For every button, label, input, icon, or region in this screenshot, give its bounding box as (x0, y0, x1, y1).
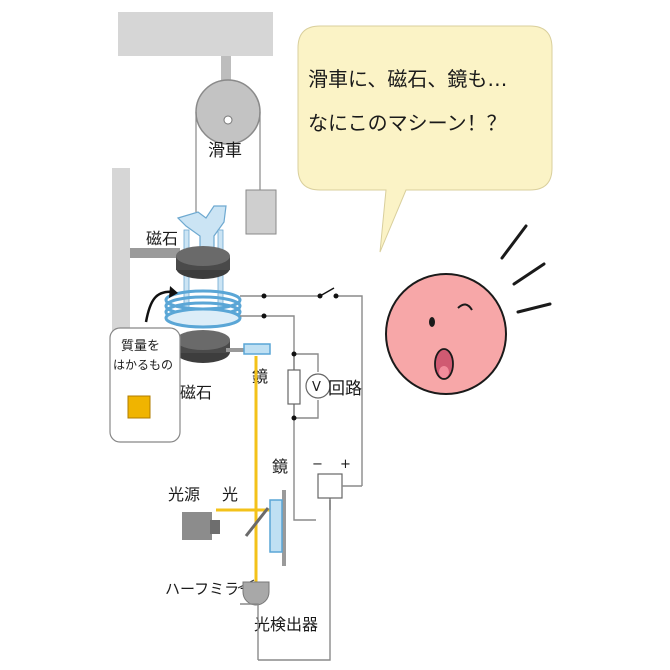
half-mirror (244, 507, 270, 537)
circuit-node (261, 313, 267, 319)
pulley (195, 79, 261, 145)
surprised-face-icon (385, 273, 507, 395)
surprise-lines (500, 224, 552, 314)
label-light: 光 (222, 485, 238, 504)
photodetector (242, 581, 270, 606)
speech-line-1: 滑車に、磁石、鏡も… (308, 67, 507, 91)
sample-cube (127, 395, 151, 419)
label-mirror-1: 鏡 (252, 367, 268, 386)
label-circuit: 回路 (328, 379, 362, 399)
mirror-1 (243, 343, 271, 355)
light-source-body (182, 512, 212, 540)
magnet-arm-top (130, 248, 180, 258)
switch-icon (317, 287, 339, 299)
magnet-bottom-face (176, 330, 230, 350)
arrow-head (169, 286, 178, 298)
mirror-2-mount (282, 490, 286, 566)
label-sample-line1: 質量を (121, 339, 160, 354)
voltmeter-icon (305, 373, 331, 399)
label-pulley: 滑車 (208, 141, 242, 161)
label-magnet-top: 磁石 (146, 229, 178, 248)
label-magnet-bottom: 磁石 (180, 383, 212, 402)
coil-ring-4 (164, 307, 242, 329)
label-photodetector: 光検出器 (254, 615, 318, 634)
label-half-mirror: ハーフミラー (165, 580, 254, 598)
label-light-source: 光源 (168, 485, 200, 504)
circuit-wiring (240, 295, 363, 661)
circuit-node (291, 415, 297, 421)
resistor (287, 369, 301, 405)
circuit-node (261, 293, 267, 299)
wall-post (112, 168, 130, 340)
speech-line-2: なにこのマシーン！？ (308, 111, 507, 135)
light-source-nozzle (210, 520, 220, 534)
ceiling (118, 12, 273, 56)
label-minus: − (312, 457, 323, 472)
pulley-axle (223, 115, 233, 125)
mirror-1-arm (226, 348, 244, 352)
power-source (317, 473, 343, 499)
circuit-node (291, 351, 297, 357)
counterweight (245, 189, 277, 235)
label-mirror-2: 鏡 (272, 457, 288, 476)
mirror-2 (269, 499, 283, 553)
coil-frame-top (176, 205, 227, 251)
label-sample-line2: はかるもの (113, 358, 173, 372)
speech-bubble (297, 25, 553, 253)
label-plus: + (340, 457, 351, 472)
magnet-top-face (176, 246, 230, 266)
voltmeter-label: V (312, 380, 321, 395)
